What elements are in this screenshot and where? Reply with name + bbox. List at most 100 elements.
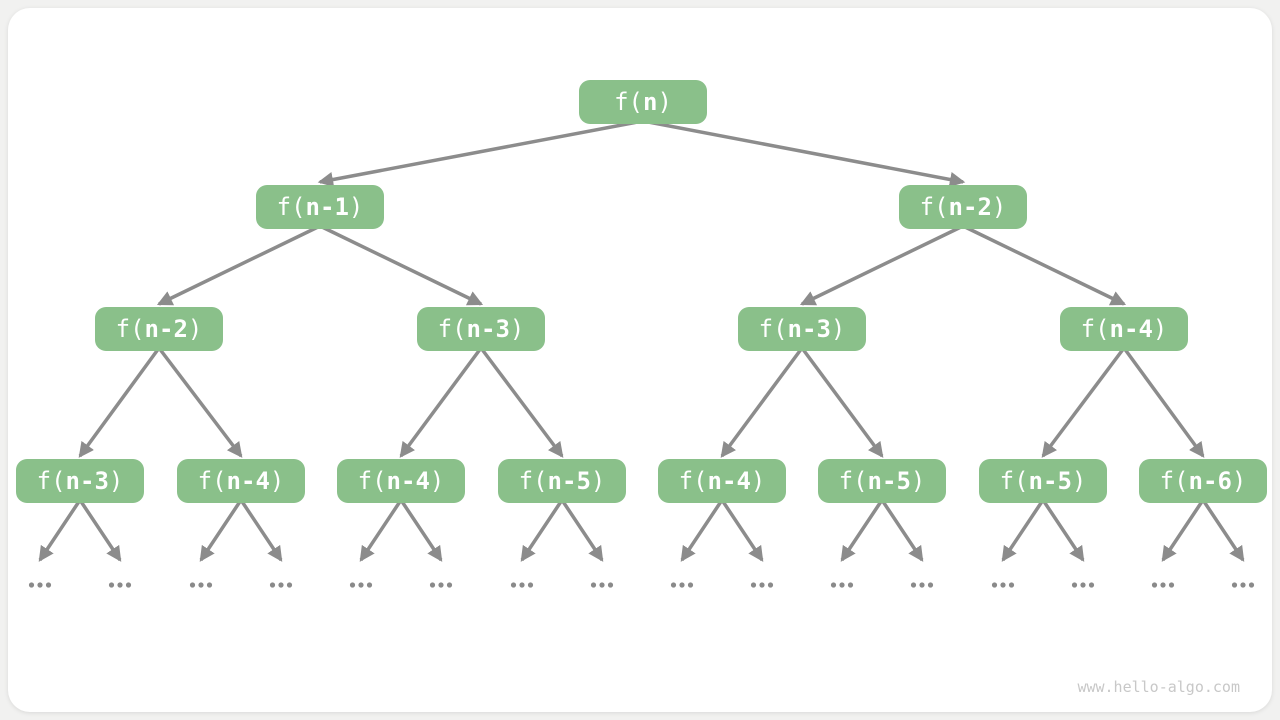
node-label-post: ) bbox=[830, 315, 846, 343]
edge-RLR-ellipsis-11 bbox=[880, 499, 924, 562]
ellipsis bbox=[349, 582, 373, 588]
tree-node-RR: f(n-4) bbox=[1060, 307, 1188, 351]
ellipsis bbox=[1231, 582, 1255, 588]
edge-RL-RLR bbox=[800, 346, 884, 458]
node-label-post: ) bbox=[429, 467, 445, 495]
tree-node-RRR: f(n-6) bbox=[1139, 459, 1267, 503]
node-label-pre: f( bbox=[357, 467, 387, 495]
node-label-post: ) bbox=[991, 193, 1007, 221]
ellipsis bbox=[1151, 582, 1175, 588]
edge-LLR-ellipsis-2 bbox=[199, 499, 243, 562]
node-label-post: ) bbox=[1071, 467, 1087, 495]
recursion-tree-card bbox=[8, 8, 1272, 712]
node-label-pre: f( bbox=[758, 315, 788, 343]
tree-node-root: f(n) bbox=[579, 80, 707, 124]
ellipsis bbox=[1071, 582, 1095, 588]
edge-RLR-ellipsis-10 bbox=[840, 499, 884, 562]
node-label-post: ) bbox=[657, 88, 672, 116]
edge-RLL-ellipsis-8 bbox=[680, 499, 724, 562]
edge-LRR-ellipsis-6 bbox=[520, 499, 564, 562]
tree-node-LLR: f(n-4) bbox=[177, 459, 305, 503]
edge-RRL-ellipsis-12 bbox=[1001, 499, 1045, 562]
ellipsis bbox=[108, 582, 132, 588]
node-label-arg: n-5 bbox=[867, 467, 911, 495]
node-label-arg: n-2 bbox=[144, 315, 188, 343]
node-label-arg: n-6 bbox=[1188, 467, 1232, 495]
node-label-arg: n-5 bbox=[1028, 467, 1072, 495]
ellipsis bbox=[830, 582, 854, 588]
node-label-pre: f( bbox=[614, 88, 643, 116]
node-label-arg: n-4 bbox=[1109, 315, 1153, 343]
node-label-pre: f( bbox=[197, 467, 227, 495]
node-label-arg: n-4 bbox=[226, 467, 270, 495]
node-label-post: ) bbox=[910, 467, 926, 495]
tree-node-RLR: f(n-5) bbox=[818, 459, 946, 503]
node-label-pre: f( bbox=[1159, 467, 1189, 495]
node-label-pre: f( bbox=[838, 467, 868, 495]
node-label-post: ) bbox=[750, 467, 766, 495]
node-label-pre: f( bbox=[999, 467, 1029, 495]
edge-R-RL bbox=[799, 224, 964, 306]
node-label-pre: f( bbox=[678, 467, 708, 495]
node-label-arg: n-2 bbox=[948, 193, 992, 221]
ellipsis bbox=[590, 582, 614, 588]
edge-LRR-ellipsis-7 bbox=[560, 499, 604, 562]
node-label-pre: f( bbox=[437, 315, 467, 343]
node-label-arg: n bbox=[643, 88, 658, 116]
node-label-arg: n-3 bbox=[466, 315, 510, 343]
edge-LLL-ellipsis-1 bbox=[78, 499, 122, 562]
edge-LL-LLR bbox=[157, 346, 243, 458]
edge-RR-RRL bbox=[1041, 346, 1126, 458]
node-label-post: ) bbox=[1152, 315, 1168, 343]
node-label-arg: n-1 bbox=[305, 193, 349, 221]
node-label-post: ) bbox=[509, 315, 525, 343]
edge-LLR-ellipsis-3 bbox=[239, 499, 283, 562]
tree-node-L: f(n-1) bbox=[256, 185, 384, 229]
edge-root-R bbox=[642, 119, 966, 188]
node-label-arg: n-5 bbox=[547, 467, 591, 495]
watermark: www.hello-algo.com bbox=[1077, 678, 1240, 696]
tree-node-LRR: f(n-5) bbox=[498, 459, 626, 503]
node-label-pre: f( bbox=[36, 467, 66, 495]
node-label-pre: f( bbox=[518, 467, 548, 495]
node-label-post: ) bbox=[348, 193, 364, 221]
edge-RRR-ellipsis-15 bbox=[1201, 499, 1245, 562]
edge-LLL-ellipsis-0 bbox=[38, 499, 82, 562]
edge-R-RR bbox=[962, 224, 1127, 306]
tree-node-LL: f(n-2) bbox=[95, 307, 223, 351]
ellipsis bbox=[269, 582, 293, 588]
edge-RRR-ellipsis-14 bbox=[1161, 499, 1205, 562]
tree-node-RLL: f(n-4) bbox=[658, 459, 786, 503]
edge-LRL-ellipsis-5 bbox=[399, 499, 443, 562]
node-label-pre: f( bbox=[1080, 315, 1110, 343]
tree-node-RL: f(n-3) bbox=[738, 307, 866, 351]
edge-RRL-ellipsis-13 bbox=[1041, 499, 1085, 562]
edge-RR-RRR bbox=[1122, 346, 1205, 458]
ellipsis bbox=[910, 582, 934, 588]
edge-LR-LRR bbox=[479, 346, 564, 458]
ellipsis bbox=[991, 582, 1015, 588]
node-label-arg: n-3 bbox=[65, 467, 109, 495]
edge-root-L bbox=[317, 119, 644, 188]
ellipsis bbox=[28, 582, 52, 588]
edge-LL-LLL bbox=[78, 346, 161, 458]
edge-RL-RLL bbox=[720, 346, 804, 458]
ellipsis bbox=[510, 582, 534, 588]
node-label-post: ) bbox=[590, 467, 606, 495]
tree-node-R: f(n-2) bbox=[899, 185, 1027, 229]
tree-node-LR: f(n-3) bbox=[417, 307, 545, 351]
node-label-post: ) bbox=[269, 467, 285, 495]
edge-RLL-ellipsis-9 bbox=[720, 499, 764, 562]
node-label-pre: f( bbox=[919, 193, 949, 221]
node-label-pre: f( bbox=[115, 315, 145, 343]
edge-LR-LRL bbox=[399, 346, 483, 458]
tree-node-RRL: f(n-5) bbox=[979, 459, 1107, 503]
node-label-post: ) bbox=[108, 467, 124, 495]
ellipsis bbox=[750, 582, 774, 588]
ellipsis bbox=[429, 582, 453, 588]
node-label-arg: n-4 bbox=[386, 467, 430, 495]
tree-node-LRL: f(n-4) bbox=[337, 459, 465, 503]
ellipsis bbox=[670, 582, 694, 588]
